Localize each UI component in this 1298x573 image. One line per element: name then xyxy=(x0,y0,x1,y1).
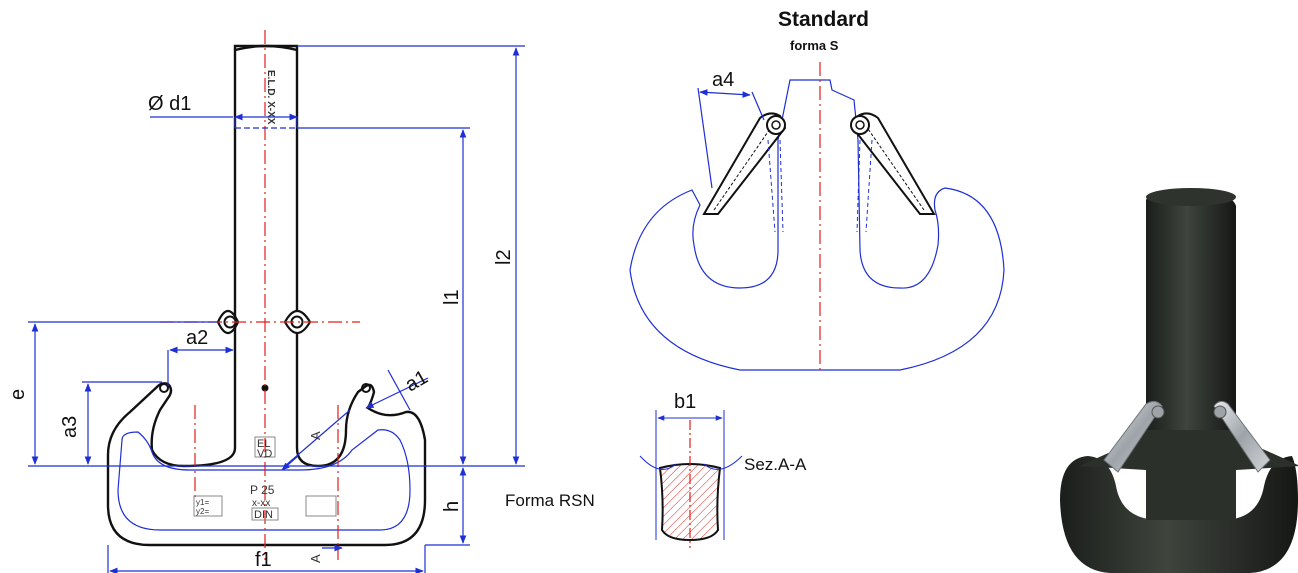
inner-contour xyxy=(117,429,411,531)
dim-label-a4: a4 xyxy=(712,69,734,91)
logo-top-text: EL xyxy=(257,438,270,450)
front-view: E.L.D. X-XX EL VD P 25 x-xx DIN y1= y2= xyxy=(7,30,525,573)
load-line2: x-xx xyxy=(252,498,270,509)
plate-box xyxy=(193,495,223,517)
section-view: b1 Sez.A-A Forma RSN xyxy=(505,391,807,548)
logo-box xyxy=(254,436,276,458)
blank-plate xyxy=(305,495,337,517)
dim-label-l1: l1 xyxy=(441,289,463,305)
photo-latch-left xyxy=(1103,400,1163,473)
page-title: Standard xyxy=(778,8,869,31)
section-marker-top: A xyxy=(308,431,323,440)
dimension-lines xyxy=(28,45,525,573)
logo-bottom-text: VD xyxy=(257,448,272,460)
dim-label-e: e xyxy=(7,389,29,400)
dim-label-a3: a3 xyxy=(59,416,81,438)
section-marker-bottom: A xyxy=(308,554,323,563)
dim-label-l2: l2 xyxy=(493,249,515,265)
section-guides xyxy=(639,410,743,540)
latch-tip-right xyxy=(361,383,371,393)
latch-tip-left xyxy=(159,383,169,393)
top-latch-left xyxy=(702,112,787,215)
din-text: DIN xyxy=(254,509,273,521)
dim-label-a2: a2 xyxy=(186,327,208,349)
shank-top xyxy=(234,44,298,52)
plate-line1: y1= xyxy=(196,498,209,507)
hidden-lines xyxy=(767,139,873,233)
dim-label-a1: a1 xyxy=(402,366,432,396)
shank-marking: E.L.D. X-XX xyxy=(265,70,276,125)
dim-label-h: h xyxy=(441,501,463,512)
din-box xyxy=(251,507,279,521)
form-label: Forma RSN xyxy=(505,491,595,510)
dim-label-d1: Ø d1 xyxy=(148,93,191,115)
top-view: Standard forma S xyxy=(629,8,1005,372)
page-subtitle: forma S xyxy=(790,38,839,53)
top-hook-outline xyxy=(629,79,1005,371)
plate-line2: y2= xyxy=(196,507,209,516)
load-line1: P 25 xyxy=(250,483,275,497)
photo-latch-right xyxy=(1213,400,1271,473)
dim-label-b1: b1 xyxy=(674,391,696,413)
top-latch-right xyxy=(850,112,936,215)
a4-dimension xyxy=(697,87,765,189)
product-photo xyxy=(1060,188,1298,573)
dim-label-f1: f1 xyxy=(255,549,272,571)
center-hole xyxy=(261,384,269,392)
section-label: Sez.A-A xyxy=(744,455,807,474)
